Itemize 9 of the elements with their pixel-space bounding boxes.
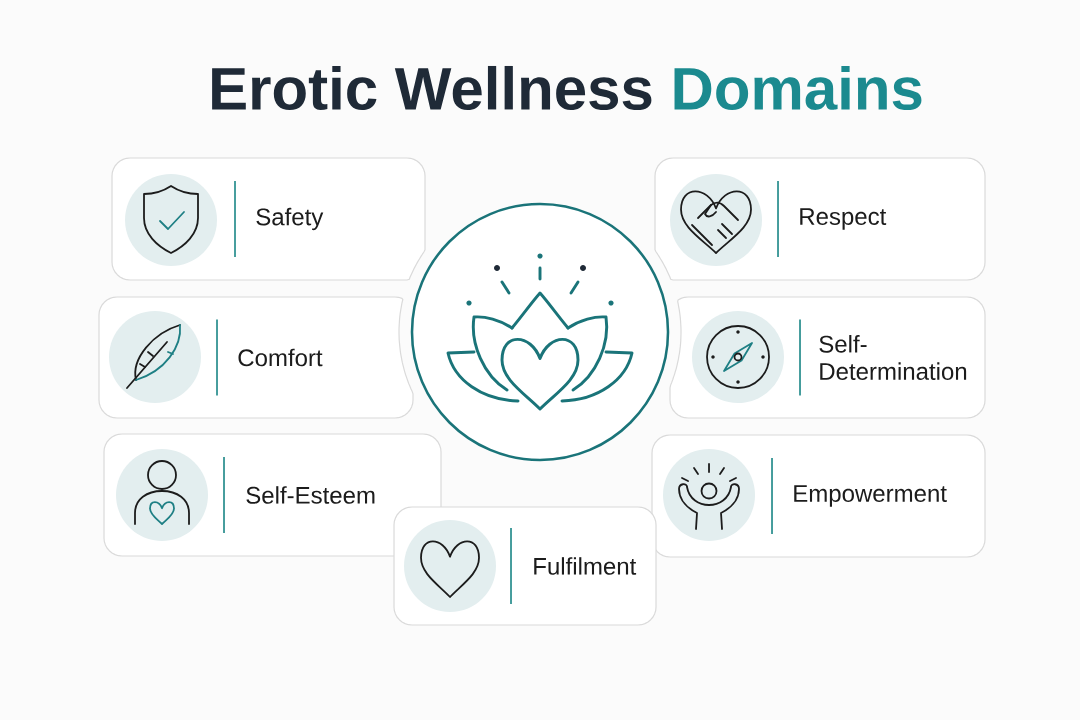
domain-card: Fulfilment bbox=[393, 506, 657, 626]
domain-card: Safety bbox=[111, 157, 426, 281]
circle-frame bbox=[410, 202, 670, 462]
domain-card: Self- Determination bbox=[669, 296, 986, 419]
domain-card: Comfort bbox=[98, 296, 414, 419]
domain-card: Respect bbox=[654, 157, 986, 281]
title: Erotic Wellness Domains bbox=[212, 65, 922, 111]
domain-card: Empowerment bbox=[651, 434, 986, 558]
domain-card: Self-Esteem bbox=[103, 433, 442, 557]
